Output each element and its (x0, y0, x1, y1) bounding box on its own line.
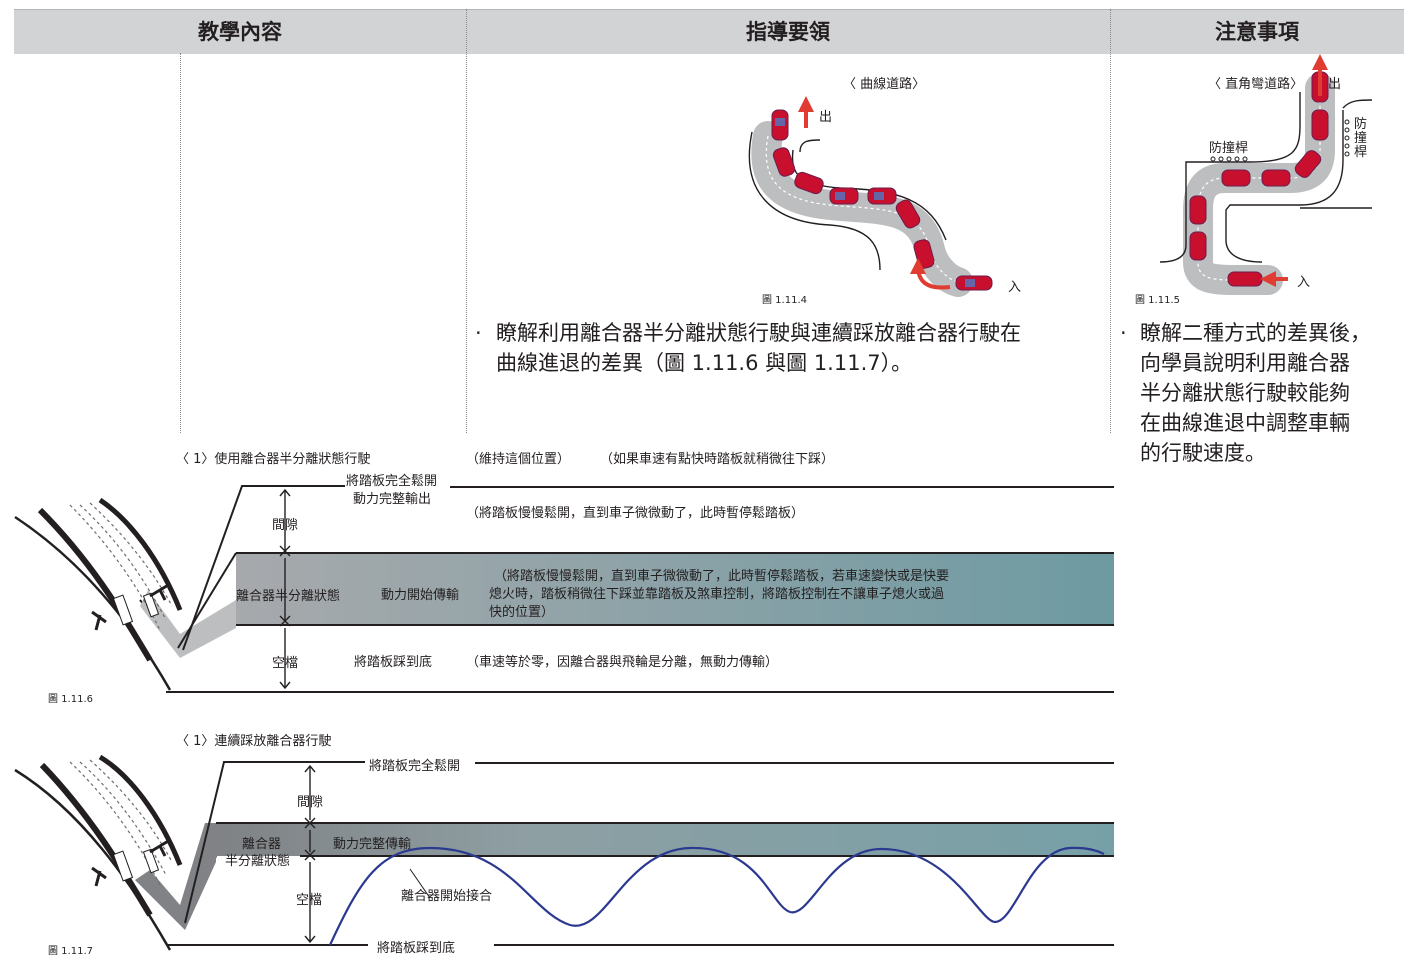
notes-line: 的行駛速度。 (1140, 441, 1266, 465)
fig5-entry-label: 入 (1297, 275, 1311, 290)
header-notes: 注意事項 (1215, 20, 1299, 44)
fig7-neutral-label: 空檔 (296, 893, 323, 908)
column-divider (180, 53, 181, 433)
fig7-release-full-label: 將踏板完全鬆開 (369, 759, 461, 774)
clutch-half-diagram (14, 485, 1114, 693)
notes-line: 向學員說明利用離合器 (1140, 351, 1350, 375)
fig6-note-line-3: 快的位置） (489, 605, 555, 620)
guidance-line-2: 曲線進退的差異（圖 1.11.6 與圖 1.11.7）。 (496, 351, 913, 375)
fig7-caption: 圖 1.11.7 (48, 946, 93, 957)
fig7-gap-label: 間隙 (297, 795, 324, 810)
fig5-caption: 圖 1.11.5 (1135, 295, 1180, 306)
guidance-line-1: 瞭解利用離合器半分離狀態行駛與連續踩放離合器行駛在 (496, 321, 1021, 345)
curve-road-diagram (748, 96, 993, 297)
fig6-title: 〈 1〉使用離合器半分離狀態行駛 (176, 452, 371, 467)
fig5-barrier-vertical-label: 防撞桿 (1354, 117, 1368, 160)
fig4-entry-label: 入 (1008, 280, 1022, 295)
right-angle-road-diagram (1159, 54, 1373, 295)
fig6-power-start-label: 動力開始傳輸 (381, 588, 460, 603)
clutch-repeat-diagram (14, 754, 1114, 951)
fig6-gap-label: 間隙 (272, 518, 299, 533)
fig7-press-floor-label: 將踏板踩到底 (377, 941, 456, 956)
fig4-exit-label: 出 (819, 110, 833, 125)
fig6-neutral-label: 空檔 (272, 656, 299, 671)
fig4-caption: 圖 1.11.4 (762, 295, 807, 306)
fig7-engage-label: 離合器開始接合 (401, 889, 493, 904)
fig7-title: 〈 1〉連續踩放離合器行駛 (176, 734, 332, 749)
fig6-slow-release-note: （將踏板慢慢鬆開，直到車子微微動了，此時暫停鬆踏板） (466, 506, 805, 521)
fig6-release-full-1: 將踏板完全鬆開 (346, 474, 438, 489)
fig6-half-clutch-label: 離合器半分離狀態 (236, 589, 341, 604)
guidance-bullet: · (475, 321, 482, 345)
fig7-clutch-label-2: 半分離狀態 (225, 854, 291, 869)
header-guidance: 指導要領 (746, 20, 830, 44)
table-header: 教學內容 指導要領 注意事項 (14, 9, 1404, 54)
fig6-zero-speed-note: （車速等於零，因離合器與飛輪是分離，無動力傳輸） (466, 655, 779, 670)
fig7-clutch-label-1: 離合器 (242, 837, 282, 852)
fig6-release-full-2: 動力完整輸出 (353, 492, 432, 507)
fig6-press-floor-label: 將踏板踩到底 (354, 655, 433, 670)
fig6-caption: 圖 1.11.6 (48, 694, 93, 705)
fig7-power-full-label: 動力完整傳輸 (333, 837, 412, 852)
fig4-title: 〈 曲線道路〉 (843, 77, 926, 92)
notes-line: 瞭解二種方式的差異後， (1140, 321, 1371, 345)
fig5-exit-label: 出 (1328, 77, 1342, 92)
fig6-keep-note: （維持這個位置） (466, 452, 571, 467)
fig5-barrier-label: 防撞桿 (1209, 141, 1249, 156)
notes-line: 半分離狀態行駛較能夠 (1140, 381, 1350, 405)
column-divider (466, 9, 467, 433)
notes-line: 在曲線進退中調整車輛 (1140, 411, 1350, 435)
fig6-note-line-2: 熄火時，踏板稍微往下踩並靠踏板及煞車控制，將踏板控制在不讓車子熄火或過 (489, 587, 945, 602)
fig5-title: 〈 直角彎道路〉 (1208, 77, 1304, 92)
fig6-press-note: （如果車速有點快時踏板就稍微往下踩） (600, 452, 835, 467)
header-content: 教學內容 (198, 20, 282, 44)
fig6-note-line-1: （將踏板慢慢鬆開，直到車子微微動了，此時暫停鬆踏板，若車速變快或是快要 (494, 569, 950, 584)
column-divider (1110, 9, 1111, 433)
notes-bullet: · (1120, 321, 1127, 345)
